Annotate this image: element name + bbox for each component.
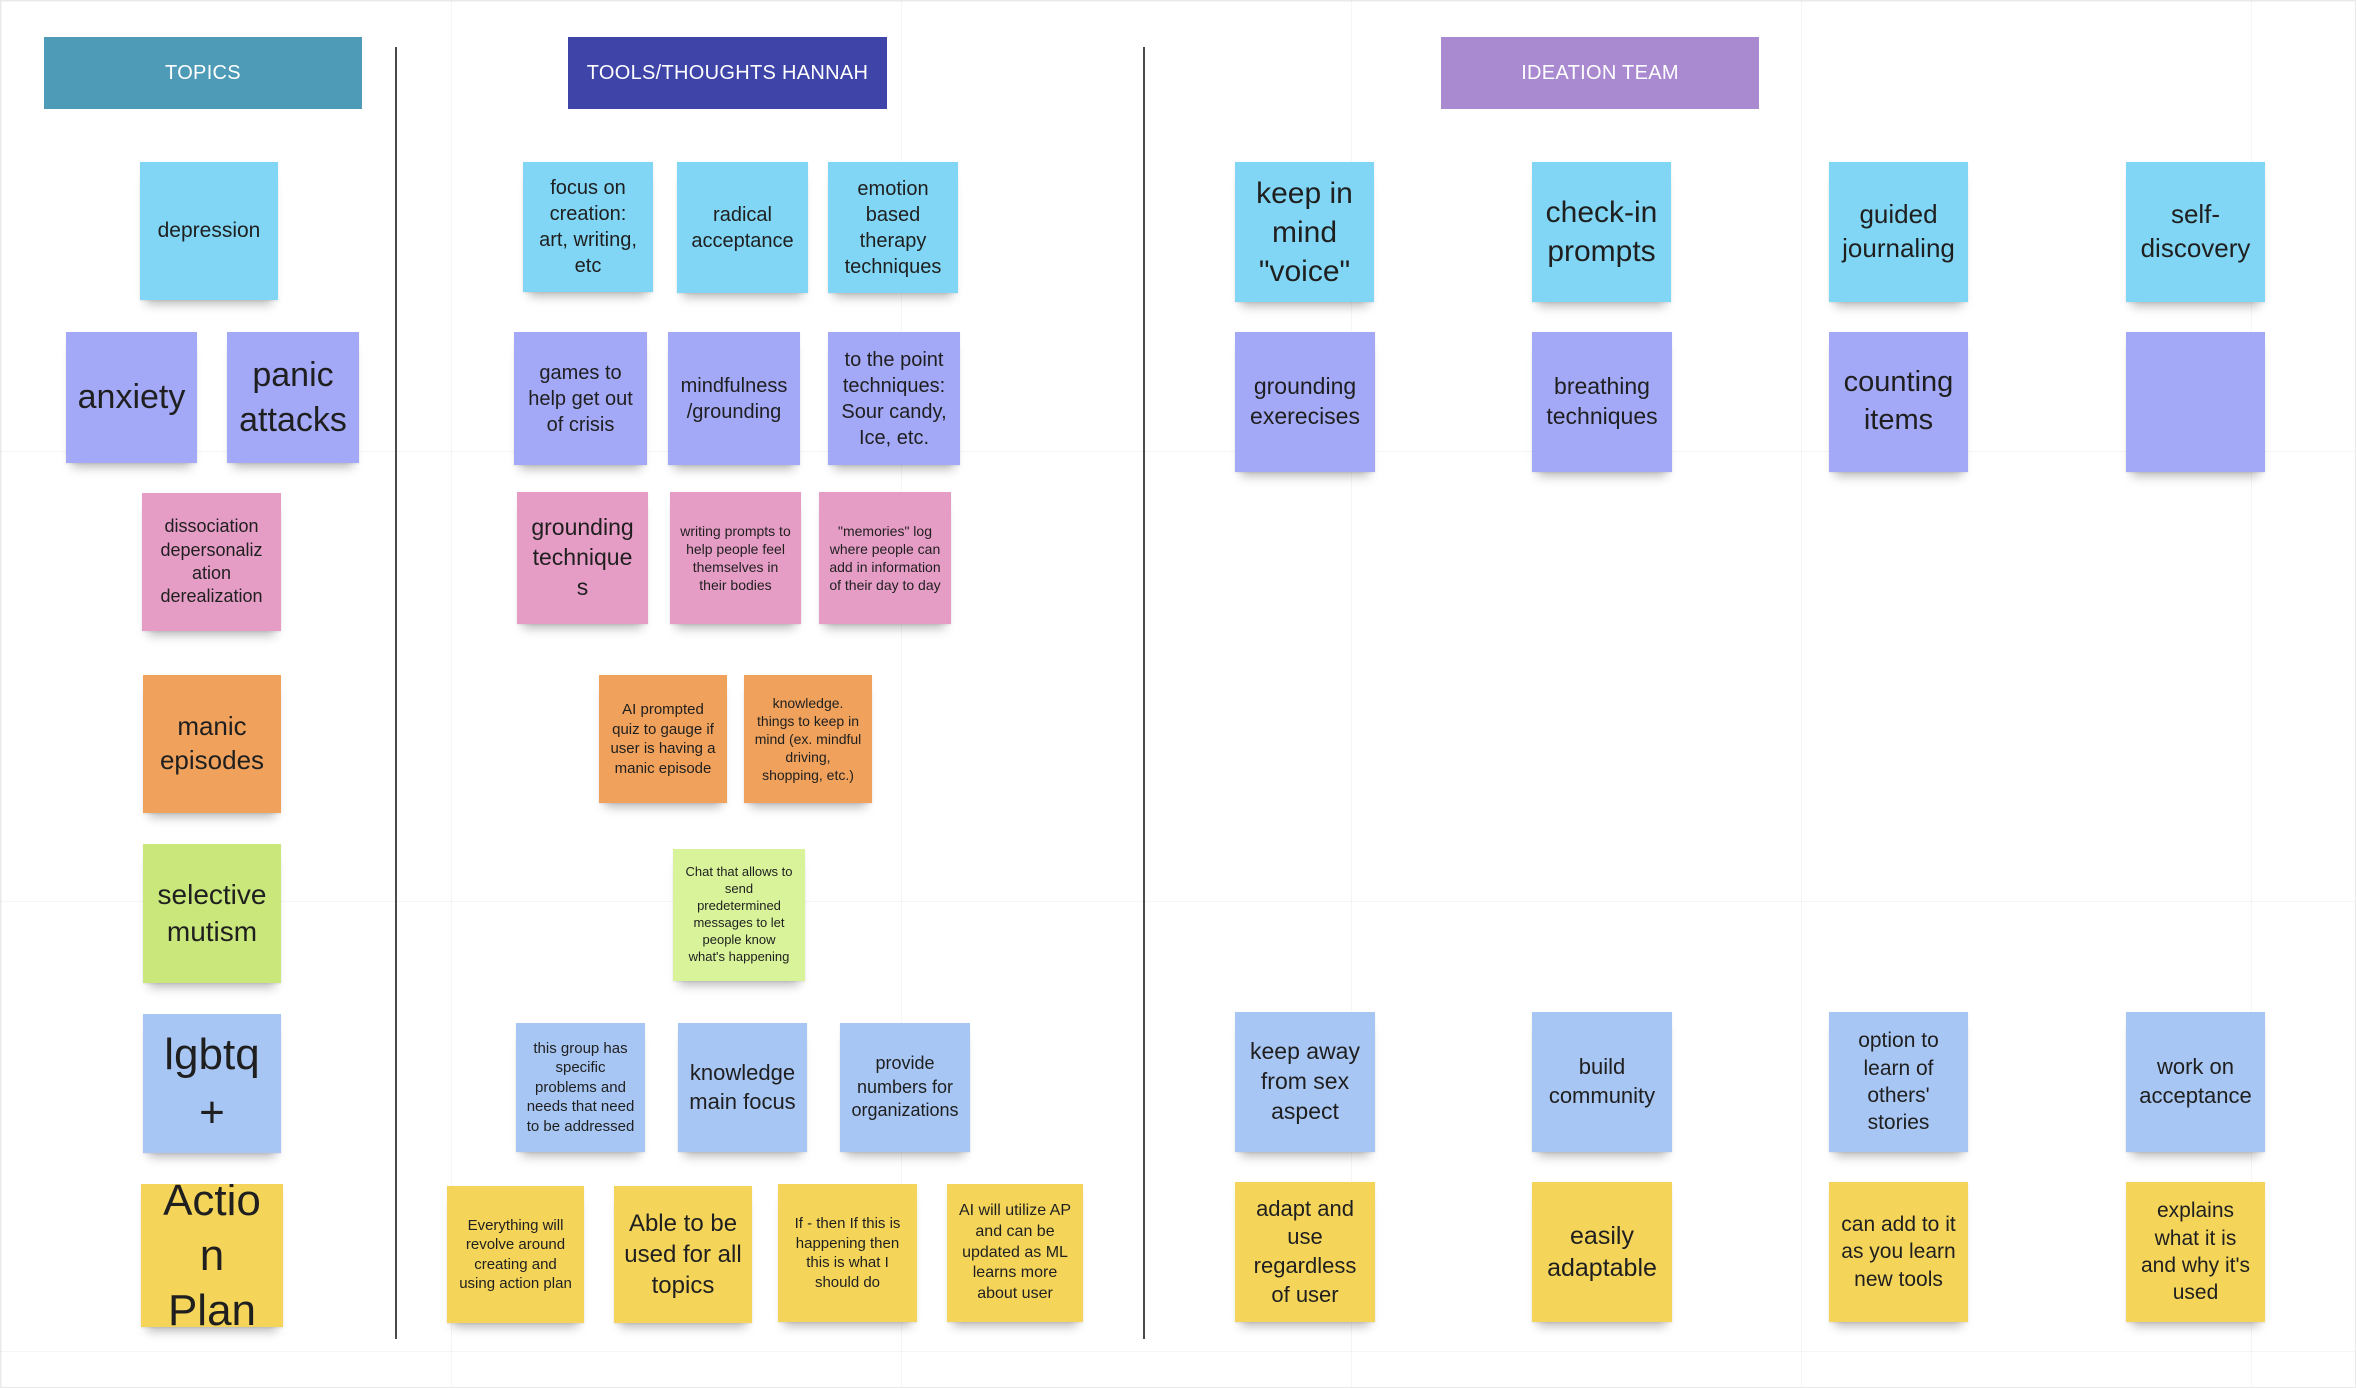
sticky-note-text: grounding techniques bbox=[531, 514, 634, 600]
sticky-note-text: games to help get out of crisis bbox=[528, 361, 633, 436]
sticky-note-self-discovery[interactable]: self-discovery bbox=[2126, 162, 2265, 302]
sticky-note-text: option to learn of others' stories bbox=[1858, 1029, 1939, 1135]
sticky-note-text: AI will utilize AP and can be updated as… bbox=[958, 1202, 1072, 1303]
sticky-note-grounding-exercises[interactable]: grounding exerecises bbox=[1235, 332, 1375, 472]
sticky-note-text: knowledge. things to keep in mind (ex. m… bbox=[754, 694, 862, 784]
sticky-note-provide-numbers[interactable]: provide numbers for organizations bbox=[840, 1023, 970, 1152]
sticky-note-group-needs[interactable]: this group has specific problems and nee… bbox=[516, 1023, 645, 1152]
sticky-note-focus-on-creation[interactable]: focus on creation: art, writing, etc bbox=[523, 162, 653, 292]
topics-header[interactable]: TOPICS bbox=[44, 37, 362, 109]
sticky-note-text: AI prompted quiz to gauge if user is hav… bbox=[610, 701, 716, 777]
sticky-note-text: can add to it as you learn new tools bbox=[1841, 1213, 1956, 1291]
sticky-note-text: knowledge main focus bbox=[689, 1059, 796, 1114]
sticky-note-check-in-prompts[interactable]: check-in prompts bbox=[1532, 162, 1671, 302]
sticky-note-text: lgbtq+ bbox=[164, 1030, 260, 1137]
sticky-note-text: guided journaling bbox=[1842, 199, 1955, 263]
sticky-note-text: this group has specific problems and nee… bbox=[526, 1039, 635, 1135]
sticky-note-ai-quiz[interactable]: AI prompted quiz to gauge if user is hav… bbox=[599, 675, 727, 803]
sticky-note-depression[interactable]: depression bbox=[140, 162, 278, 300]
sticky-note-text: dissociation depersonaliz ation derealiz… bbox=[160, 516, 263, 607]
sticky-note-dissociation[interactable]: dissociation depersonaliz ation derealiz… bbox=[142, 493, 281, 631]
sticky-note-if-then[interactable]: If - then If this is happening then this… bbox=[778, 1184, 917, 1322]
sticky-note-build-community[interactable]: build community bbox=[1532, 1012, 1672, 1152]
sticky-note-voice[interactable]: keep in mind "voice" bbox=[1235, 162, 1374, 302]
sticky-note-easily-adaptable[interactable]: easily adaptable bbox=[1532, 1182, 1672, 1322]
sticky-note-text: self-discovery bbox=[2140, 199, 2251, 263]
sticky-note-text: anxiety bbox=[77, 378, 186, 417]
sticky-note-text: panic attacks bbox=[239, 356, 347, 439]
sticky-note-mindfulness[interactable]: mindfulness /grounding bbox=[668, 332, 800, 465]
sticky-note-text: "memories" log where people can add in i… bbox=[829, 522, 941, 594]
sticky-note-action-plan[interactable]: Action Plan bbox=[141, 1184, 283, 1327]
sticky-note-ai-ap[interactable]: AI will utilize AP and can be updated as… bbox=[947, 1184, 1083, 1322]
sticky-note-text: mindfulness /grounding bbox=[680, 374, 788, 423]
sticky-note-knowledge-focus[interactable]: knowledge main focus bbox=[678, 1023, 807, 1152]
sticky-note-memories-log[interactable]: "memories" log where people can add in i… bbox=[819, 492, 951, 624]
sticky-note-text: easily adaptable bbox=[1547, 1221, 1657, 1283]
sticky-note-text: provide numbers for organizations bbox=[851, 1053, 959, 1121]
column-divider-right bbox=[1143, 47, 1145, 1339]
sticky-note-text: to the point techniques: Sour candy, Ice… bbox=[841, 348, 947, 449]
sticky-note-text: manic episodes bbox=[159, 711, 265, 775]
tools-header-label: TOOLS/THOUGHTS HANNAH bbox=[586, 61, 869, 84]
sticky-note-breathing-techniques[interactable]: breathing techniques bbox=[1532, 332, 1672, 472]
sticky-note-guided-journaling[interactable]: guided journaling bbox=[1829, 162, 1968, 302]
sticky-note-selective-mutism[interactable]: selective mutism bbox=[143, 844, 281, 983]
sticky-note-others-stories[interactable]: option to learn of others' stories bbox=[1829, 1012, 1968, 1152]
sticky-note-text: Everything will revolve around creating … bbox=[459, 1216, 572, 1293]
sticky-note-add-new-tools[interactable]: can add to it as you learn new tools bbox=[1829, 1182, 1968, 1322]
sticky-note-everything-action-plan[interactable]: Everything will revolve around creating … bbox=[447, 1186, 584, 1323]
sticky-note-text: focus on creation: art, writing, etc bbox=[539, 177, 637, 277]
sticky-note-text: radical acceptance bbox=[691, 203, 794, 252]
column-divider-left bbox=[395, 47, 397, 1339]
ideation-header[interactable]: IDEATION TEAM bbox=[1441, 37, 1759, 109]
sticky-note-text: Chat that allows to send predetermined m… bbox=[685, 864, 793, 964]
sticky-note-text: adapt and use regardless of user bbox=[1253, 1195, 1357, 1307]
ideation-header-label: IDEATION TEAM bbox=[1521, 61, 1679, 84]
sticky-note-text: Action Plan bbox=[163, 1184, 261, 1327]
sticky-note-text: build community bbox=[1548, 1054, 1656, 1108]
sticky-note-panic-attacks[interactable]: panic attacks bbox=[227, 332, 359, 463]
sticky-note-emotion-therapy[interactable]: emotion based therapy techniques bbox=[828, 162, 958, 293]
tools-header[interactable]: TOOLS/THOUGHTS HANNAH bbox=[568, 37, 887, 109]
sticky-note-lgbtq[interactable]: lgbtq+ bbox=[143, 1014, 281, 1153]
sticky-note-empty[interactable] bbox=[2126, 332, 2265, 472]
sticky-note-knowledge-things[interactable]: knowledge. things to keep in mind (ex. m… bbox=[744, 675, 872, 803]
sticky-note-grounding-techniques[interactable]: grounding techniques bbox=[517, 492, 648, 624]
sticky-note-text: If - then If this is happening then this… bbox=[794, 1215, 901, 1291]
sticky-note-text: breathing techniques bbox=[1546, 373, 1658, 429]
sticky-note-text: emotion based therapy techniques bbox=[844, 177, 942, 278]
sticky-note-text: Able to be used for all topics bbox=[624, 1209, 742, 1300]
sticky-note-games-crisis[interactable]: games to help get out of crisis bbox=[514, 332, 647, 465]
sticky-note-text: writing prompts to help people feel them… bbox=[680, 522, 791, 594]
sticky-note-writing-prompts[interactable]: writing prompts to help people feel them… bbox=[670, 492, 801, 624]
sticky-note-text: keep in mind "voice" bbox=[1256, 176, 1353, 288]
sticky-note-manic-episodes[interactable]: manic episodes bbox=[143, 675, 281, 813]
sticky-note-text: explains what it is and why it's used bbox=[2140, 1199, 2251, 1305]
sticky-note-text: selective mutism bbox=[157, 879, 267, 947]
topics-header-label: TOPICS bbox=[165, 61, 241, 84]
sticky-note-radical-acceptance[interactable]: radical acceptance bbox=[677, 162, 808, 293]
sticky-note-text: depression bbox=[157, 219, 261, 243]
sticky-note-text: counting items bbox=[1843, 366, 1954, 436]
sticky-note-counting-items[interactable]: counting items bbox=[1829, 332, 1968, 472]
sticky-note-text: work on acceptance bbox=[2139, 1054, 2252, 1108]
sticky-note-all-topics[interactable]: Able to be used for all topics bbox=[614, 1186, 752, 1323]
sticky-note-text: check-in prompts bbox=[1545, 196, 1658, 268]
sticky-note-point-techniques[interactable]: to the point techniques: Sour candy, Ice… bbox=[828, 332, 960, 465]
sticky-note-adapt-use[interactable]: adapt and use regardless of user bbox=[1235, 1182, 1375, 1322]
sticky-note-text: keep away from sex aspect bbox=[1250, 1038, 1360, 1124]
sticky-note-chat[interactable]: Chat that allows to send predetermined m… bbox=[673, 849, 805, 981]
sticky-note-work-on-acceptance[interactable]: work on acceptance bbox=[2126, 1012, 2265, 1152]
sticky-note-sex-aspect[interactable]: keep away from sex aspect bbox=[1235, 1012, 1375, 1152]
sticky-note-text: grounding exerecises bbox=[1250, 373, 1360, 429]
sticky-note-anxiety[interactable]: anxiety bbox=[66, 332, 197, 463]
sticky-note-explains[interactable]: explains what it is and why it's used bbox=[2126, 1182, 2265, 1322]
